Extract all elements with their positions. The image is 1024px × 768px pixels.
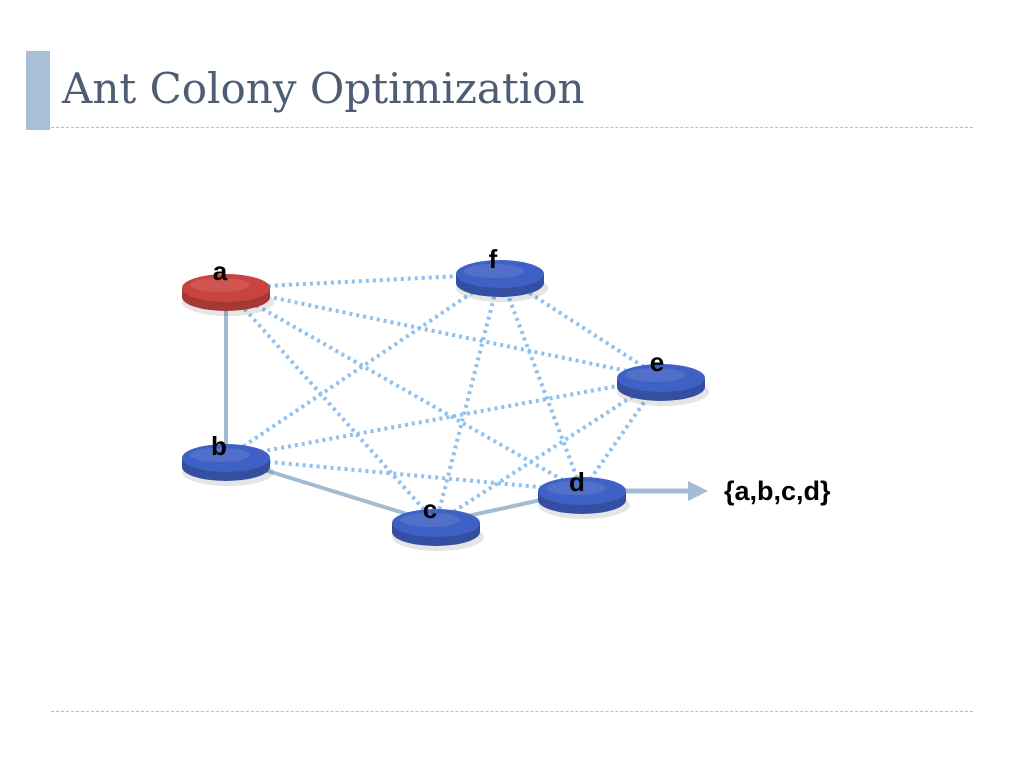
candidate-edge-c-f xyxy=(434,273,502,524)
node-a-highlight xyxy=(190,278,250,292)
title-divider xyxy=(51,127,973,128)
node-a: a xyxy=(182,256,274,316)
node-e-top xyxy=(617,364,705,392)
node-c-top xyxy=(392,509,480,537)
candidate-edge-b-f xyxy=(224,272,502,460)
node-d-highlight xyxy=(546,481,606,495)
node-c-label: c xyxy=(423,494,437,524)
title-accent-bar xyxy=(26,51,50,130)
candidate-edge-d-f xyxy=(498,273,584,492)
candidate-edge-a-e xyxy=(225,286,662,380)
node-f-label: f xyxy=(489,244,498,274)
result-arrow xyxy=(624,481,708,501)
node-b-label: b xyxy=(211,431,227,461)
node-e: e xyxy=(617,347,709,406)
candidate-edge-a-c xyxy=(224,286,438,525)
node-c: c xyxy=(392,494,484,551)
node-a-label: a xyxy=(213,256,228,286)
node-f: f xyxy=(456,244,548,302)
node-b-top xyxy=(182,444,270,472)
result-arrow-head xyxy=(688,481,708,501)
node-b-highlight xyxy=(190,448,250,462)
node-f-top xyxy=(456,260,544,288)
nodes: a b c d e f xyxy=(182,244,709,551)
slide-title: Ant Colony Optimization xyxy=(62,64,585,113)
node-d: d xyxy=(538,467,630,519)
candidate-edge-c-e xyxy=(434,376,663,525)
node-f-highlight xyxy=(464,264,524,278)
candidate-edge-a-d xyxy=(225,286,583,493)
node-c-highlight xyxy=(400,513,460,527)
footer-divider xyxy=(51,711,973,712)
node-e-label: e xyxy=(650,347,664,377)
node-a-top xyxy=(182,274,270,302)
node-b: b xyxy=(182,431,274,486)
result-set-label: {a,b,c,d} xyxy=(724,476,831,506)
node-d-top xyxy=(538,477,626,505)
node-d-label: d xyxy=(569,467,585,497)
node-e-highlight xyxy=(625,368,685,382)
